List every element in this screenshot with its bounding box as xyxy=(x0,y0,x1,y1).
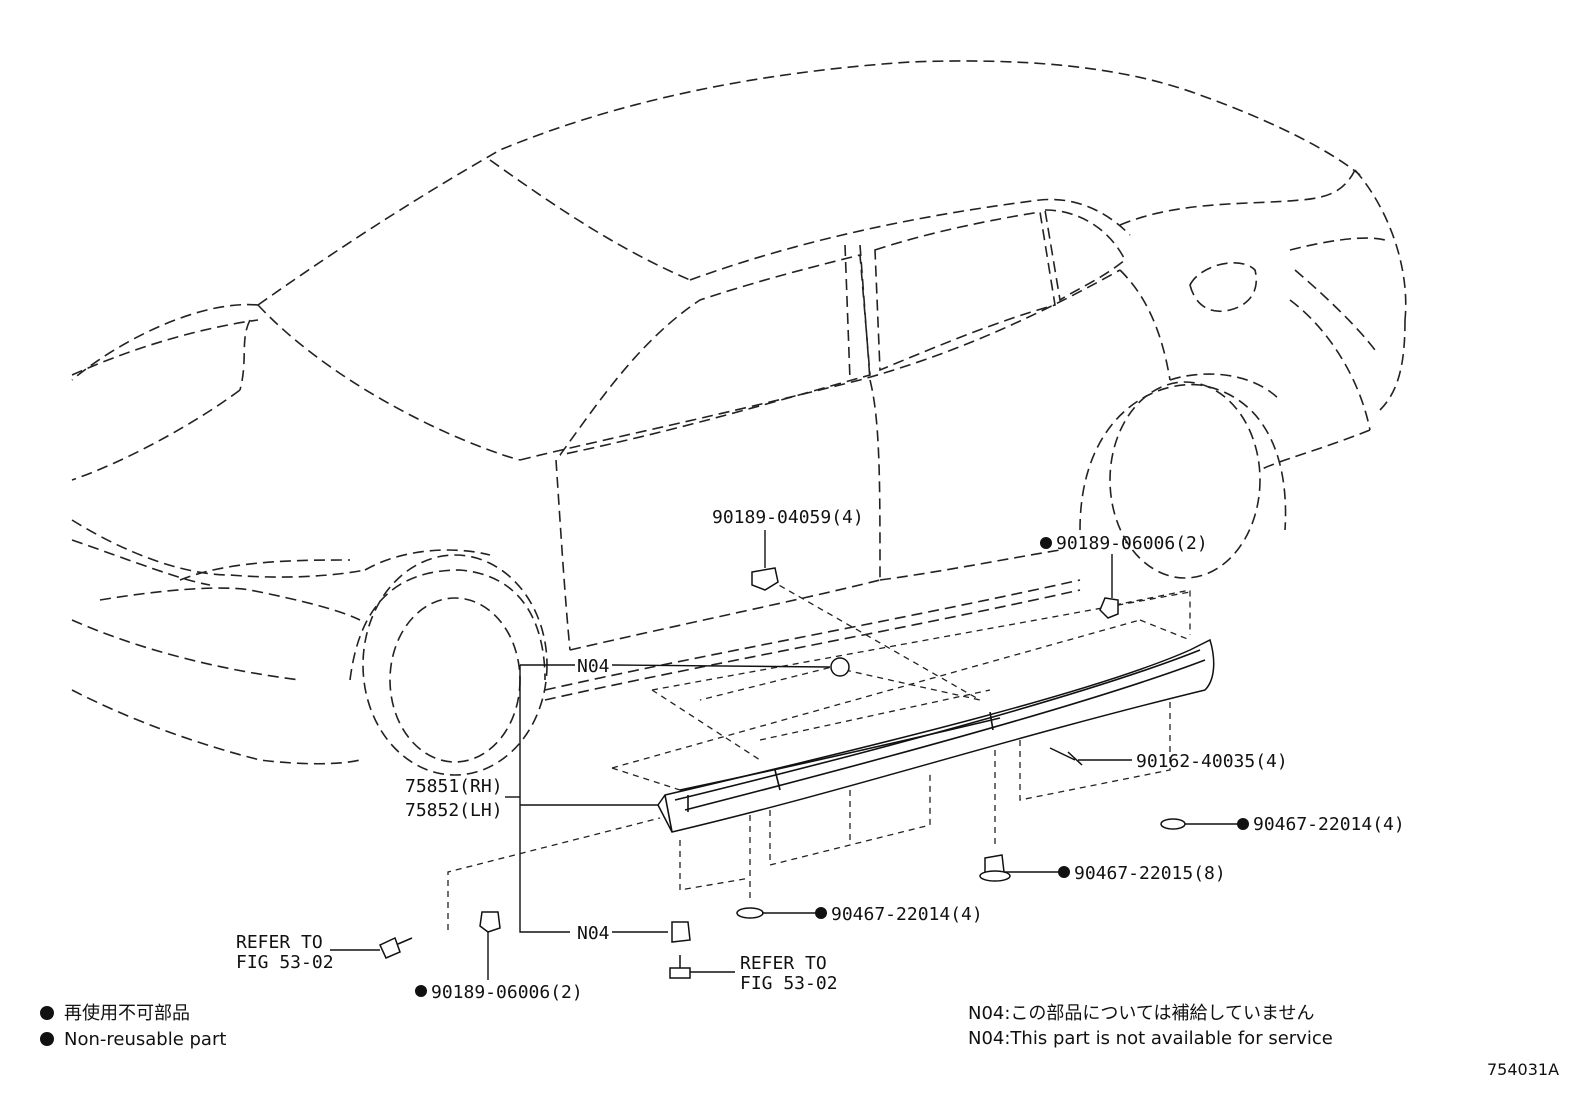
callout-clip-rear: 90189-06006(2) xyxy=(1056,533,1208,554)
callout-clip-mid: 90467-22014(4) xyxy=(831,904,983,925)
callout-part-rh: 75851(RH) xyxy=(405,776,503,797)
callout-clip-right-large: 90467-22015(8) xyxy=(1074,863,1226,884)
refer-left-line2: FIG 53-02 xyxy=(236,952,334,973)
bolt-left-icon xyxy=(379,936,413,959)
callout-bullets xyxy=(40,537,1249,1046)
callout-n04-top: N04 xyxy=(577,656,610,677)
clip-n04-icon xyxy=(830,657,850,677)
callout-clip-upper: 90189-04059(4) xyxy=(712,507,864,528)
refer-mid-line1: REFER TO xyxy=(740,953,827,974)
clip-mid-icon xyxy=(736,907,764,919)
clip-rear-icon xyxy=(1099,597,1119,619)
fasteners xyxy=(379,567,1186,979)
refer-left-line1: REFER TO xyxy=(236,932,323,953)
note-n04-jp: N04:この部品については補給していません xyxy=(968,1003,1314,1024)
callout-clip-front: 90189-06006(2) xyxy=(431,982,583,1003)
screw-icon xyxy=(1049,747,1083,766)
leader-lines xyxy=(330,530,1237,980)
callout-clip-right-small: 90467-22014(4) xyxy=(1253,814,1405,835)
note-n04-en: N04:This part is not available for servi… xyxy=(968,1028,1333,1049)
clip-upper-icon xyxy=(751,567,779,591)
figure-number: 754031A xyxy=(1487,1060,1559,1079)
callout-part-lh: 75852(LH) xyxy=(405,800,503,821)
rocker-panel-moulding xyxy=(657,638,1215,833)
callout-screw: 90162-40035(4) xyxy=(1136,751,1288,772)
clip-n04-bottom-icon xyxy=(671,921,691,943)
legend-en: Non-reusable part xyxy=(64,1029,226,1050)
clip-right-small-icon xyxy=(1160,818,1186,830)
clip-front-icon xyxy=(479,911,501,933)
bolt-mid-icon xyxy=(669,955,691,979)
callout-n04-bottom: N04 xyxy=(577,923,610,944)
legend-jp: 再使用不可部品 xyxy=(64,1003,190,1024)
refer-mid-line2: FIG 53-02 xyxy=(740,973,838,994)
